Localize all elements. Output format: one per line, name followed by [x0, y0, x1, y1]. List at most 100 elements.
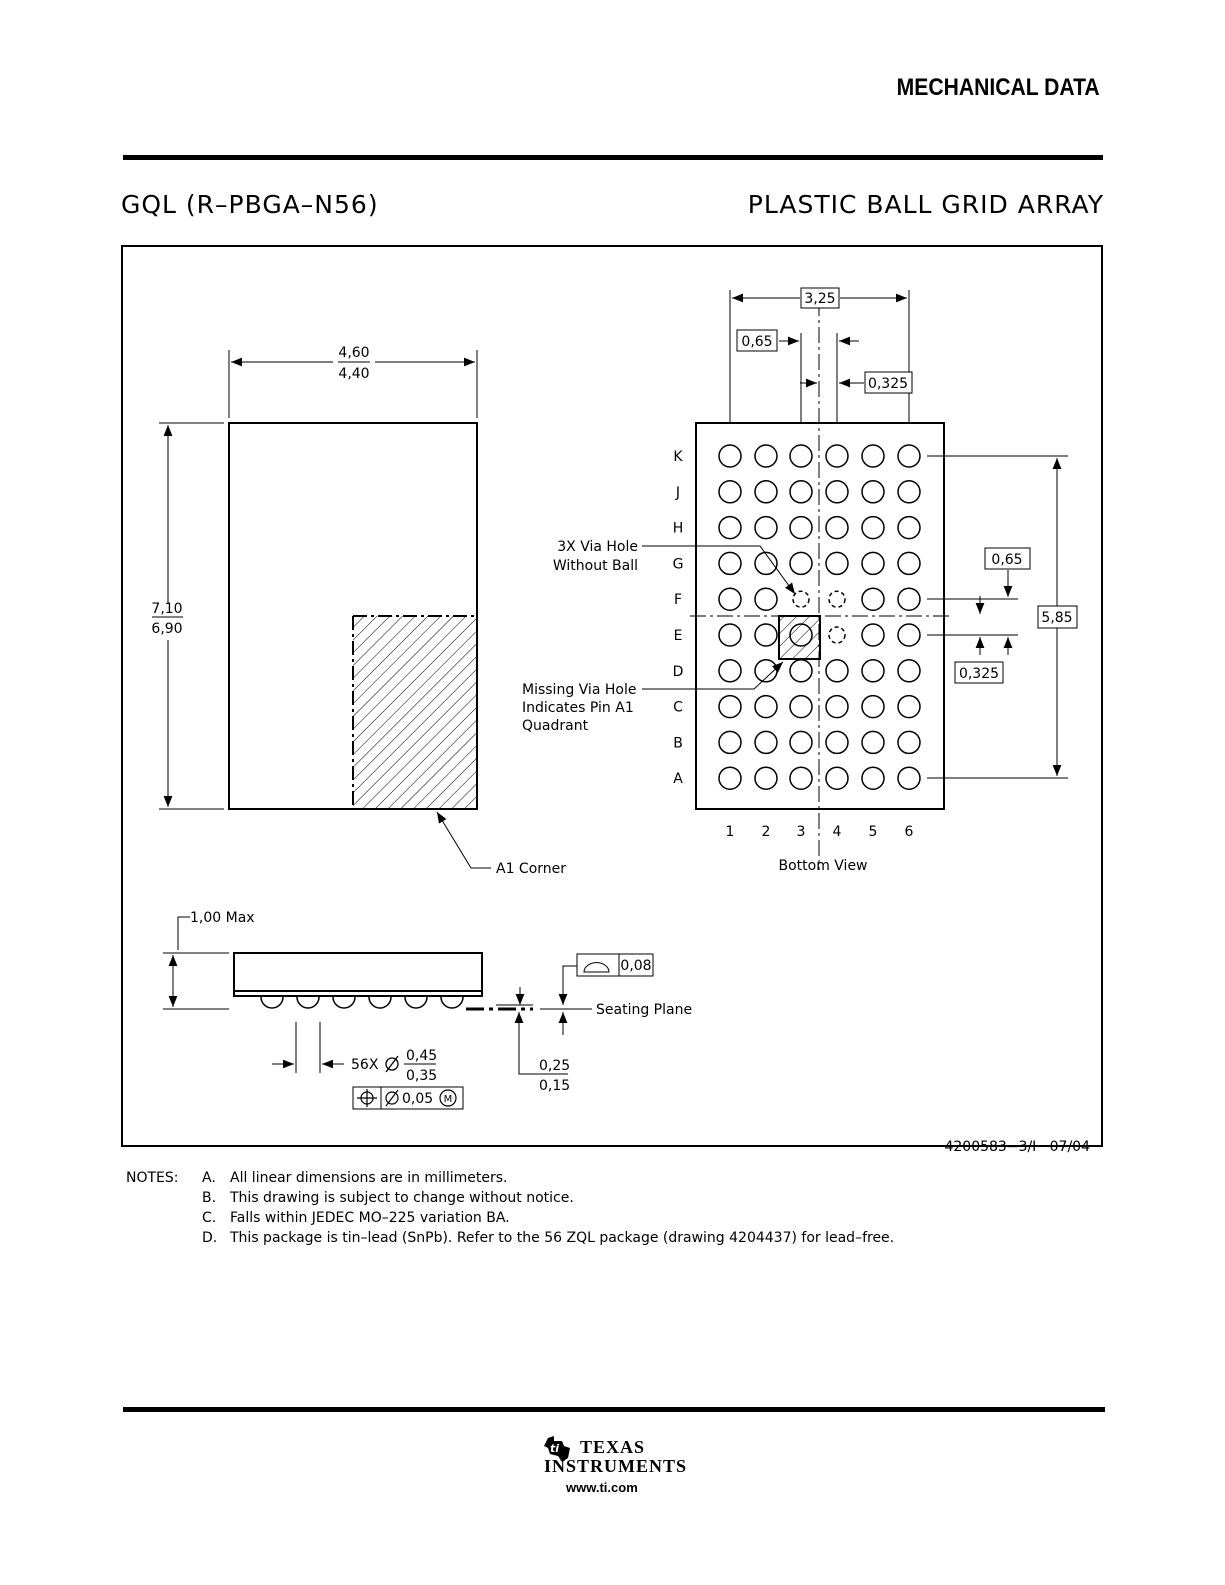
top-width-max: 4,60	[338, 345, 369, 361]
side-ball	[440, 996, 464, 1009]
solder-ball	[825, 480, 849, 504]
solder-ball	[897, 694, 921, 719]
row-label: B	[673, 735, 683, 751]
column-label: 6	[905, 824, 914, 840]
solder-ball	[861, 480, 885, 504]
side-ball	[296, 996, 320, 1009]
ball-tolerance-modifier: M	[444, 1094, 453, 1105]
solder-ball	[897, 515, 921, 540]
solder-ball	[861, 766, 885, 790]
ti-logo-icon: ti	[544, 1436, 570, 1462]
a1-corner-label: A1 Corner	[496, 861, 566, 877]
ball-dia-max: 0,45	[406, 1048, 437, 1064]
solder-ball	[754, 551, 778, 576]
col-offset-value: 0,325	[868, 376, 908, 392]
solder-ball	[754, 694, 778, 719]
ti-logo-line1: TEXAS	[580, 1437, 646, 1457]
bottom-view-label: Bottom View	[778, 858, 867, 874]
solder-ball	[718, 766, 742, 790]
coplanarity-value: 0,08	[620, 958, 651, 974]
solder-ball	[789, 659, 813, 683]
col-pitch-value: 0,65	[741, 334, 772, 350]
solder-ball	[718, 623, 742, 647]
footer-url: www.ti.com	[566, 1480, 638, 1495]
solder-ball	[861, 444, 885, 468]
note-item: A.All linear dimensions are in millimete…	[202, 1170, 508, 1186]
solder-ball	[754, 730, 778, 755]
note-item: B.This drawing is subject to change with…	[202, 1190, 574, 1206]
row-offset-value: 0,325	[959, 666, 999, 682]
drawing-frame	[121, 245, 1103, 1147]
column-label: 1	[726, 824, 735, 840]
solder-ball	[897, 480, 921, 504]
solder-ball	[789, 766, 813, 790]
top-view: 4,60 4,40 7,10 6,90 A1 Corner	[151, 345, 566, 877]
package-type: PLASTIC BALL GRID ARRAY	[747, 190, 1104, 219]
a1-quadrant-hatch	[353, 616, 477, 809]
missing-via-label-1: Missing Via Hole	[522, 682, 636, 698]
solder-ball	[897, 766, 921, 790]
solder-ball	[718, 694, 742, 719]
solder-ball	[718, 551, 742, 576]
solder-ball	[825, 551, 849, 576]
side-height-max: 1,00 Max	[190, 910, 255, 926]
package-code: GQL (R–PBGA–N56)	[121, 190, 379, 219]
notes-label: NOTES:	[126, 1170, 179, 1186]
side-view: 1,00 Max 0,08 Seating Plane 0,25 0,15 56…	[163, 910, 692, 1110]
solder-ball	[754, 444, 778, 468]
solder-ball	[789, 444, 813, 468]
solder-ball	[897, 551, 921, 576]
solder-ball	[897, 623, 921, 647]
via-hole	[792, 590, 810, 608]
column-label: 5	[869, 824, 878, 840]
via-hole	[828, 626, 846, 644]
solder-ball	[897, 659, 921, 683]
side-ball	[332, 996, 356, 1009]
ti-logo-line2: INSTRUMENTS	[544, 1456, 688, 1476]
top-height-max: 7,10	[151, 601, 182, 617]
svg-text:ti: ti	[550, 1442, 559, 1455]
solder-ball	[825, 766, 849, 790]
solder-ball	[825, 515, 849, 540]
solder-ball	[754, 587, 778, 611]
column-labels: 1 2 3 4 5 6	[726, 824, 914, 840]
solder-ball	[897, 730, 921, 755]
side-balls	[260, 996, 464, 1009]
solder-ball	[897, 587, 921, 611]
row-label: E	[674, 628, 683, 644]
solder-ball	[861, 623, 885, 647]
solder-ball	[718, 659, 742, 683]
solder-ball	[754, 766, 778, 790]
solder-ball	[789, 694, 813, 719]
row-label: J	[675, 485, 680, 501]
row-label: A	[673, 771, 683, 787]
solder-ball	[789, 730, 813, 755]
solder-ball	[718, 480, 742, 504]
row-label: F	[674, 592, 682, 608]
column-label: 4	[833, 824, 842, 840]
row-label: C	[673, 700, 683, 716]
solder-ball	[825, 659, 849, 683]
row-label: H	[673, 521, 684, 537]
side-ball	[404, 996, 428, 1009]
header-rule	[123, 155, 1103, 160]
seating-plane-label: Seating Plane	[596, 1002, 692, 1018]
solder-ball	[754, 515, 778, 540]
solder-ball	[861, 730, 885, 755]
side-ball	[368, 996, 392, 1009]
missing-via-label-2: Indicates Pin A1	[522, 700, 634, 716]
solder-ball	[718, 515, 742, 540]
drawing-id: 4200583−3/I 07/04	[944, 1139, 1090, 1155]
ball-dia-min: 0,35	[406, 1068, 437, 1084]
column-label: 3	[797, 824, 806, 840]
solder-ball	[789, 480, 813, 504]
solder-ball	[861, 515, 885, 540]
solder-ball	[754, 480, 778, 504]
side-ball	[260, 996, 284, 1009]
column-label: 2	[762, 824, 771, 840]
row-pitch-value: 0,65	[991, 552, 1022, 568]
solder-ball	[861, 694, 885, 719]
solder-ball	[754, 623, 778, 647]
solder-ball	[897, 444, 921, 468]
